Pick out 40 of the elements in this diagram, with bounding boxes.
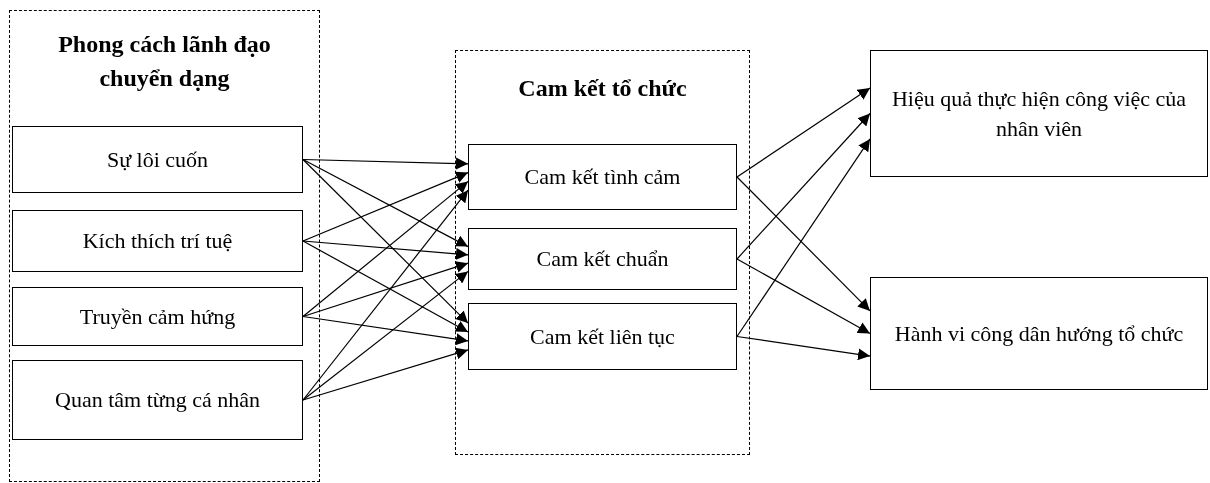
box-label: Sự lôi cuốn — [106, 145, 209, 174]
concept-box — [870, 50, 1208, 177]
arrow — [736, 112, 871, 260]
box-label: Truyền cảm hứng — [79, 302, 236, 331]
group-title: Cam kết tổ chức — [517, 74, 688, 103]
arrow — [302, 347, 469, 401]
arrow — [736, 138, 871, 338]
box-label: Cam kết chuẩn — [536, 245, 669, 273]
arrow — [302, 270, 469, 401]
arrow — [302, 180, 469, 318]
arrow — [302, 240, 469, 260]
arrow — [736, 176, 871, 312]
arrow — [302, 261, 469, 318]
box-label: Cam kết liên tục — [530, 322, 675, 351]
concept-box — [870, 277, 1208, 390]
concept-box — [468, 303, 737, 370]
arrow — [736, 335, 871, 361]
dashed-group-frame — [455, 50, 750, 455]
dashed-group-frame — [9, 10, 320, 482]
concept-box — [12, 360, 303, 440]
arrow — [736, 87, 871, 178]
arrow — [302, 240, 469, 333]
box-label: Quan tâm từng cá nhân — [55, 386, 260, 414]
box-label: Cam kết tình cảm — [524, 163, 681, 191]
concept-box — [468, 228, 737, 290]
concept-box — [468, 144, 737, 210]
arrow — [302, 158, 469, 324]
arrow — [736, 258, 871, 335]
box-label: Hành vi công dân hướng tổ chức — [894, 319, 1184, 348]
concept-box — [12, 287, 303, 346]
box-label: Kích thích trí tuệ — [82, 227, 233, 255]
arrow — [302, 315, 469, 346]
concept-box — [12, 126, 303, 193]
arrow — [302, 189, 469, 401]
arrow — [302, 158, 469, 248]
arrow — [302, 157, 469, 170]
concept-box — [12, 210, 303, 272]
box-label: Hiệu quả thực hiện công việc của nhân viên — [890, 84, 1188, 143]
group-title: Phong cách lãnh đạo chuyển dạng — [57, 30, 272, 93]
arrow — [302, 171, 469, 242]
